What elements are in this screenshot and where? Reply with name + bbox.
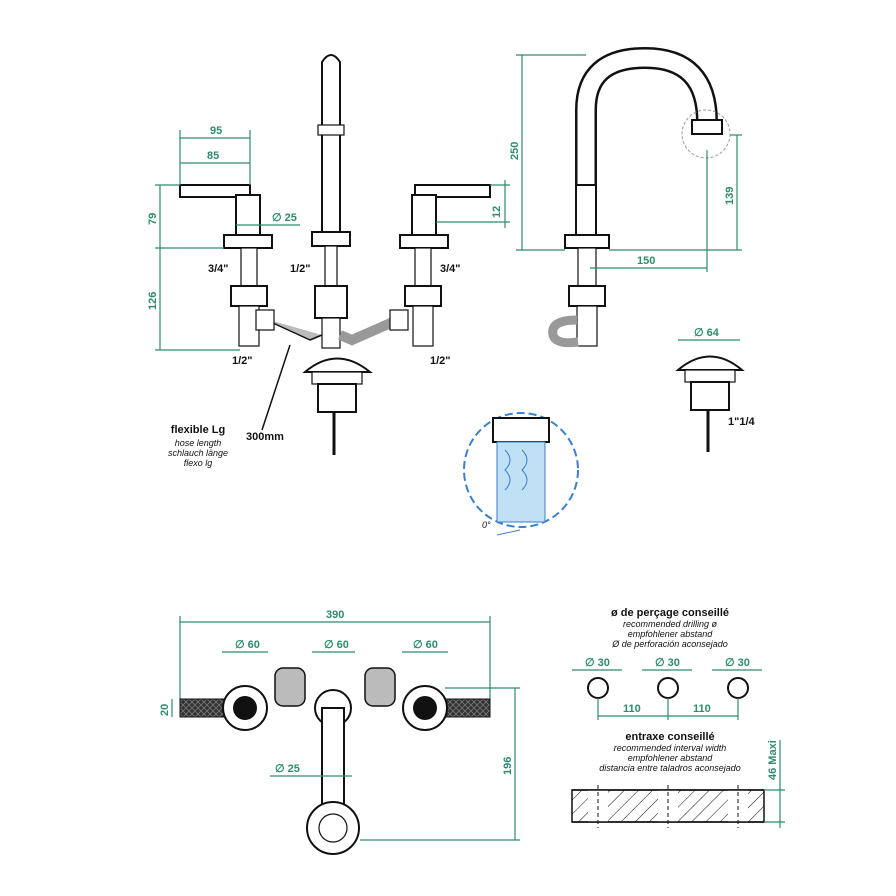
dim-126: 126 [147, 292, 159, 310]
interval-line: empfohlener abstand [628, 753, 714, 763]
dim-85: 85 [207, 150, 219, 162]
dim-60-right: ∅ 60 [413, 639, 438, 651]
drilling-line: Ø de perforación aconsejado [611, 639, 728, 649]
countertop-section [571, 785, 765, 828]
right-valve [399, 184, 491, 347]
thread-center: 1/2" [290, 263, 311, 275]
dim-25-plan: ∅ 25 [275, 763, 300, 775]
thread-right-bottom: 1/2" [430, 355, 451, 367]
max-thickness: 46 Maxi [767, 740, 779, 780]
drilling-recommendations: ø de perçage conseillé recommended drill… [571, 607, 785, 828]
dim-95: 95 [210, 125, 222, 137]
hole-dim: ∅ 30 [585, 657, 610, 669]
dim-20: 20 [159, 704, 171, 716]
dim-60-left: ∅ 60 [235, 639, 260, 651]
dim-250: 250 [509, 142, 521, 160]
drain [302, 357, 373, 455]
dim-390: 390 [326, 609, 344, 621]
dim-150: 150 [637, 255, 655, 267]
hose-line: flexo lg [184, 458, 213, 468]
drain-view: ∅ 64 1"1/4 [675, 327, 756, 452]
left-valve [179, 184, 273, 347]
hose-length-value: 300mm [246, 431, 284, 443]
dim-12: 12 [491, 206, 503, 218]
hole-dim: ∅ 30 [725, 657, 750, 669]
interval-line: distancia entre taladros aconsejado [599, 763, 741, 773]
hoses [255, 309, 409, 346]
plan-view: 390 ∅ 60 ∅ 60 ∅ 60 20 ∅ 25 196 [159, 609, 520, 855]
hose-line: schlauch länge [168, 448, 228, 458]
hole-dim: ∅ 30 [655, 657, 680, 669]
center-spout [311, 54, 351, 349]
dim-25: ∅ 25 [272, 212, 297, 224]
dim-64: ∅ 64 [694, 327, 720, 339]
interval-line: recommended interval width [614, 743, 727, 753]
interval-title: entraxe conseillé [625, 731, 714, 743]
dim-60-center: ∅ 60 [324, 639, 349, 651]
spacing-dim: 110 [693, 703, 711, 715]
drilling-line: empfohlener abstand [628, 629, 714, 639]
hose-line: hose length [175, 438, 222, 448]
dim-196: 196 [502, 757, 514, 775]
thread-right-top: 3/4" [440, 263, 461, 275]
side-view: 250 139 150 [509, 46, 742, 348]
angle-label: 0° [482, 520, 491, 530]
drain-thread: 1"1/4 [728, 416, 756, 428]
drilling-line: recommended drilling ø [623, 619, 718, 629]
dim-139: 139 [724, 187, 736, 205]
detail-view: 0° [463, 412, 579, 536]
dim-79: 79 [147, 213, 159, 225]
hose-title: flexible Lg [171, 424, 225, 436]
thread-left-bottom: 1/2" [232, 355, 253, 367]
front-view: 95 85 79 126 ∅ 25 12 3/4" 1/2" 3/4" 1/2"… [147, 54, 510, 468]
thread-left-top: 3/4" [208, 263, 229, 275]
spacing-dim: 110 [623, 703, 641, 715]
drilling-title: ø de perçage conseillé [611, 607, 729, 619]
